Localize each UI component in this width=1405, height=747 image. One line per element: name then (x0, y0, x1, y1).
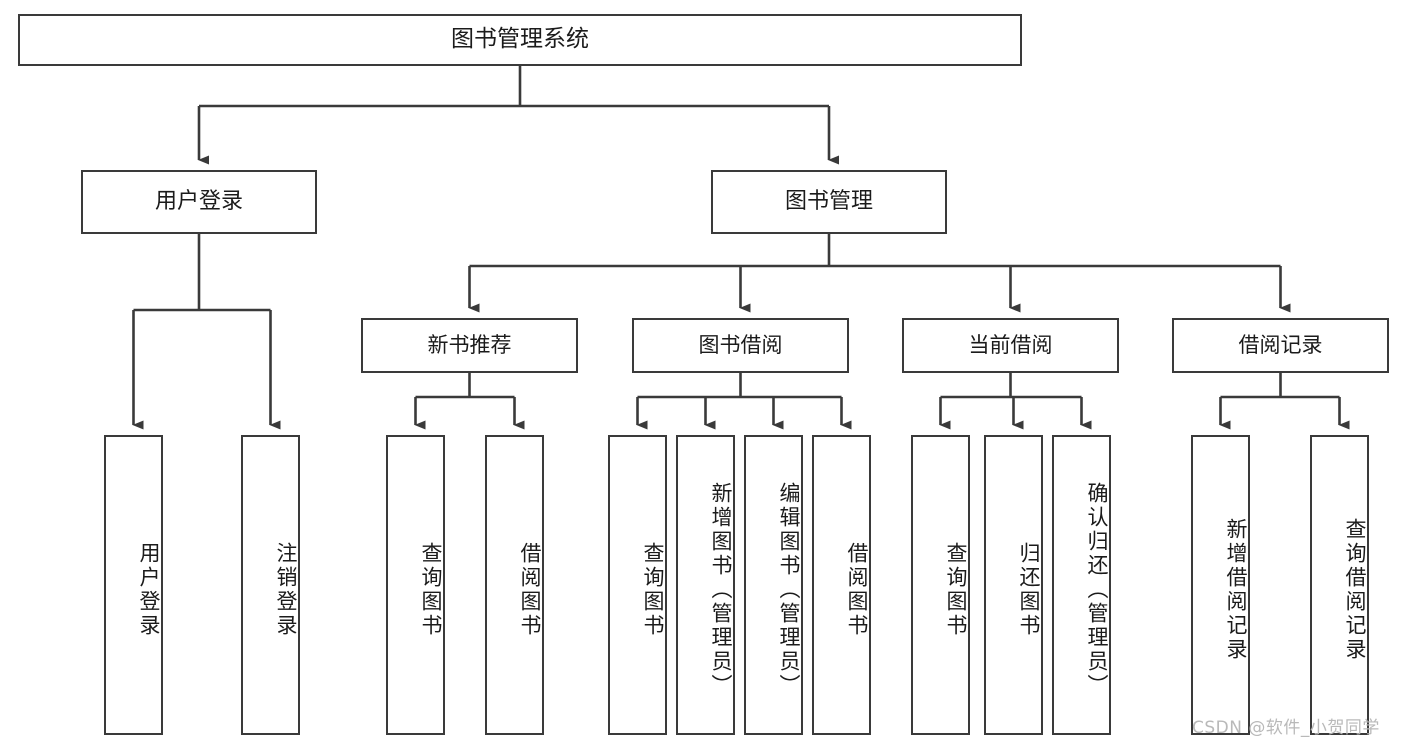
node-label: 图书管理 (784, 189, 873, 215)
node-label: 查询图书 (419, 542, 443, 638)
node-l-userlogin[interactable]: 用户登录 (104, 435, 163, 735)
node-label: 新书推荐 (427, 333, 512, 358)
node-label: 查询借阅记录 (1343, 518, 1367, 662)
node-label: 图书管理系统 (451, 26, 589, 53)
node-l-query2[interactable]: 查询图书 (608, 435, 667, 735)
node-label: 借阅图书 (845, 542, 869, 638)
node-label: 编辑图书（管理员） (777, 482, 801, 698)
node-borrow[interactable]: 图书借阅 (632, 318, 849, 373)
node-label: 借阅图书 (518, 542, 542, 638)
node-l-editbook[interactable]: 编辑图书（管理员） (744, 435, 803, 735)
node-l-borrow2[interactable]: 借阅图书 (812, 435, 871, 735)
node-l-borrow1[interactable]: 借阅图书 (485, 435, 544, 735)
node-l-confirm[interactable]: 确认归还（管理员） (1052, 435, 1111, 735)
node-label: 图书借阅 (698, 333, 783, 358)
node-label: 新增借阅记录 (1224, 518, 1248, 662)
node-label: 借阅记录 (1238, 333, 1323, 358)
node-label: 新增图书（管理员） (709, 482, 733, 698)
node-l-addbook[interactable]: 新增图书（管理员） (676, 435, 735, 735)
node-l-query1[interactable]: 查询图书 (386, 435, 445, 735)
node-login[interactable]: 用户登录 (81, 170, 317, 234)
node-label: 用户登录 (154, 189, 243, 215)
node-l-addrec[interactable]: 新增借阅记录 (1191, 435, 1250, 735)
node-l-query3[interactable]: 查询图书 (911, 435, 970, 735)
node-root[interactable]: 图书管理系统 (18, 14, 1022, 66)
node-current[interactable]: 当前借阅 (902, 318, 1119, 373)
connector-group (132, 66, 1350, 430)
node-label: 注销登录 (274, 542, 298, 638)
node-l-return[interactable]: 归还图书 (984, 435, 1043, 735)
node-label: 查询图书 (944, 542, 968, 638)
node-newbooks[interactable]: 新书推荐 (361, 318, 578, 373)
node-label: 用户登录 (137, 542, 161, 638)
node-l-queryrec[interactable]: 查询借阅记录 (1310, 435, 1369, 735)
node-label: 确认归还（管理员） (1085, 482, 1109, 698)
node-label: 当前借阅 (968, 333, 1053, 358)
node-records[interactable]: 借阅记录 (1172, 318, 1389, 373)
node-l-logout[interactable]: 注销登录 (241, 435, 300, 735)
node-label: 归还图书 (1017, 542, 1041, 638)
node-label: 查询图书 (641, 542, 665, 638)
node-bookmgmt[interactable]: 图书管理 (711, 170, 947, 234)
